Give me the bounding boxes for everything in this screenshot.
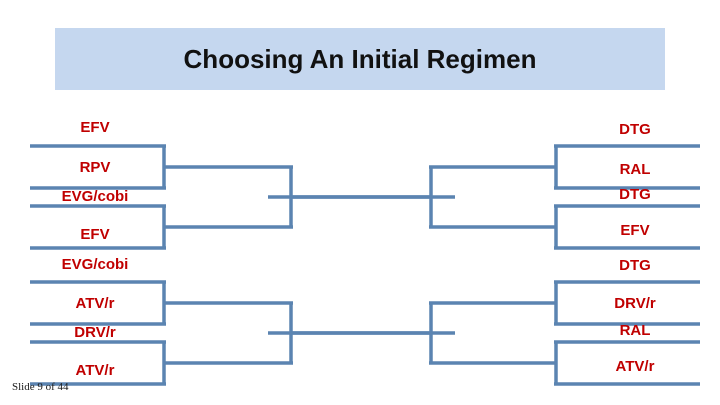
bracket-label-right-1: DTG: [619, 121, 651, 138]
bracket-label-left-4: EFV: [80, 226, 110, 243]
bracket-label-right-4: EFV: [620, 222, 650, 239]
bracket-label-right-3: DTG: [619, 186, 651, 203]
bracket-label-left-2: RPV: [79, 159, 111, 176]
bracket-label-left-8: ATV/r: [75, 362, 115, 379]
bracket-label-right-8: ATV/r: [615, 358, 655, 375]
slide-counter: Slide 9 of 44: [12, 381, 69, 393]
bracket-label-right-2: RAL: [619, 161, 651, 178]
slide-title-box: Choosing An Initial Regimen: [55, 28, 665, 90]
page-title: Choosing An Initial Regimen: [183, 44, 537, 74]
bracket-label-left-1: EFV: [80, 119, 110, 136]
bracket-label-left-5: EVG/cobi: [61, 256, 129, 273]
bracket-label-left-3: EVG/cobi: [61, 188, 129, 205]
bracket-label-left-7: DRV/r: [74, 324, 116, 341]
bracket-label-right-6: DRV/r: [614, 295, 656, 312]
bracket-label-right-7: RAL: [619, 322, 651, 339]
bracket-label-right-5: DTG: [619, 257, 651, 274]
bracket-label-left-6: ATV/r: [75, 295, 115, 312]
